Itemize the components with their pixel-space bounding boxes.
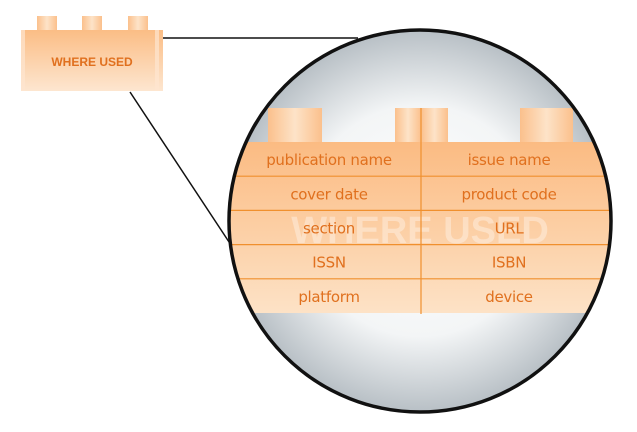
- table-cell: device: [485, 288, 533, 306]
- large-brick-stud: [421, 108, 448, 143]
- table-cell: ISBN: [492, 254, 526, 272]
- small-brick-body: [21, 30, 163, 91]
- small-brick: WHERE USED: [21, 16, 163, 91]
- large-brick-stud: [268, 108, 322, 143]
- table-cell: publication name: [266, 151, 392, 169]
- small-brick-label: WHERE USED: [51, 55, 133, 69]
- table-cell: product code: [461, 185, 556, 203]
- large-brick-stud: [395, 108, 421, 143]
- table-cell: ISSN: [312, 254, 346, 272]
- small-brick-stud: [128, 16, 148, 31]
- table-cell: cover date: [290, 185, 367, 203]
- table-cell: issue name: [468, 151, 551, 169]
- small-brick-stud: [82, 16, 102, 31]
- table-cell: URL: [495, 220, 525, 238]
- large-brick-stud: [520, 108, 573, 143]
- large-brick-body: [229, 142, 611, 313]
- table-cell: section: [303, 220, 355, 238]
- small-brick-stud: [37, 16, 57, 31]
- table-cell: platform: [298, 288, 359, 306]
- connector-line-bottom: [129, 91, 234, 249]
